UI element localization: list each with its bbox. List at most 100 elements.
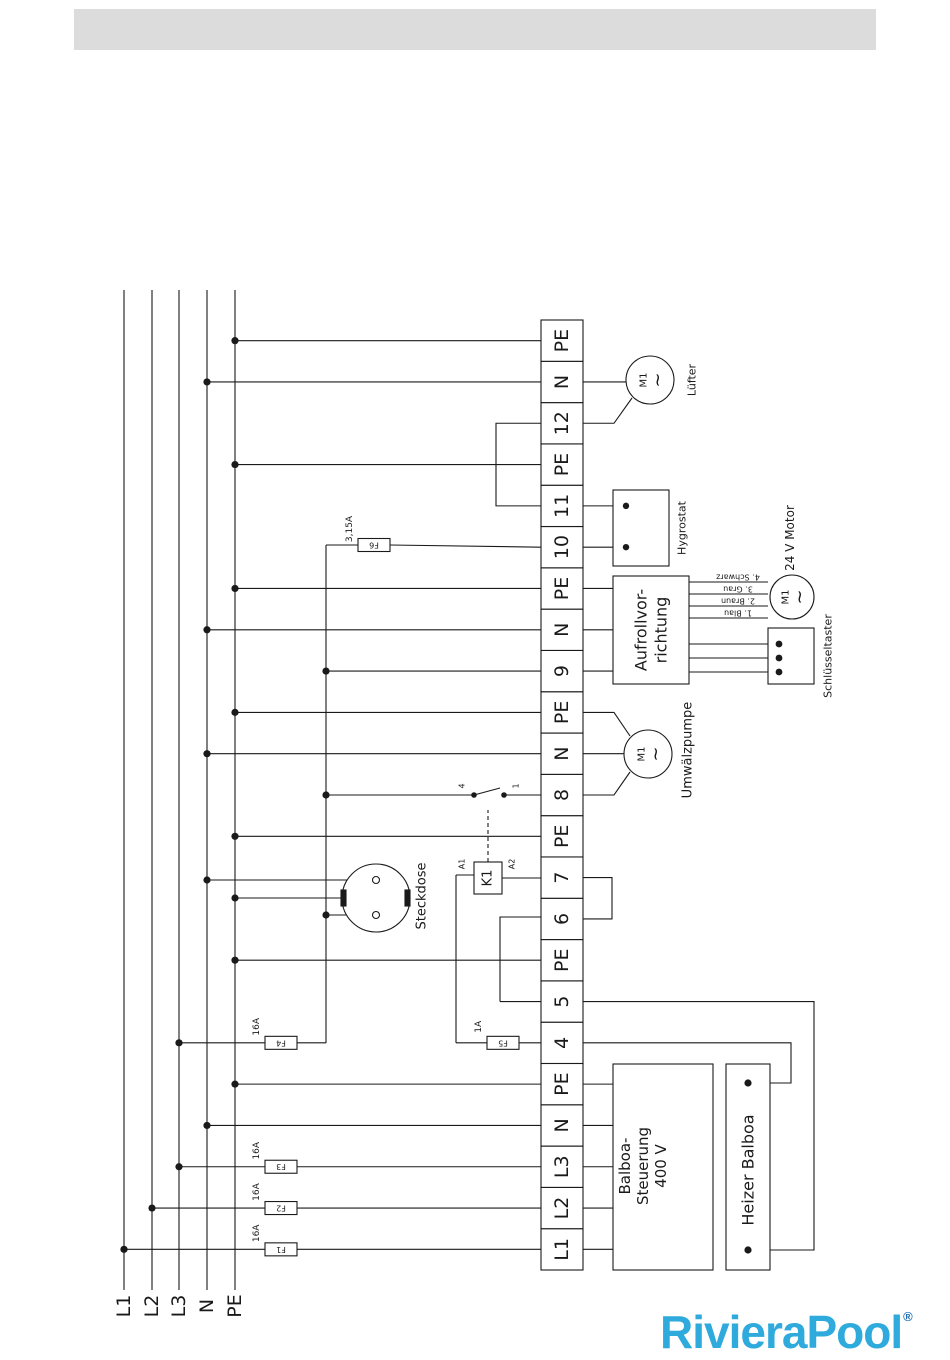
terminal-label-11: PE (551, 825, 573, 848)
terminal-label-9: 6 (551, 913, 573, 925)
socket-pin-n (371, 875, 381, 885)
terminal-14 (540, 691, 584, 734)
wire-motor24-label-1: 1. Blau (724, 609, 752, 618)
fuse-f2 (264, 1200, 298, 1216)
socket-earth-right (404, 889, 411, 907)
wire-motor24-label-3: 3. Grau (723, 585, 753, 594)
logo-riviera: Riviera (660, 1306, 807, 1358)
terminal-3 (540, 1145, 584, 1188)
terminal-19 (540, 484, 584, 528)
terminal-5 (540, 1062, 584, 1106)
terminal-17 (540, 567, 584, 610)
rail-label-l3: L3 (168, 1295, 190, 1318)
fuse-rating-f6: 3,15A (345, 515, 355, 542)
rail-label-l1: L1 (113, 1295, 135, 1318)
terminal-9 (540, 897, 584, 941)
logo-pool: Pool (806, 1306, 903, 1358)
terminal-label-19: 11 (551, 494, 573, 518)
fuse-label-f1: F1 (276, 1245, 286, 1254)
contact-1-dot (501, 792, 507, 798)
terminal-label-10: 7 (551, 872, 573, 884)
terminal-16 (540, 608, 584, 651)
fuse-rating-f3: 16A (252, 1141, 262, 1159)
fuse-f3 (264, 1159, 298, 1174)
roller-device-box (612, 575, 690, 685)
relay-k1 (473, 861, 503, 895)
wire-pump-l (583, 771, 631, 796)
junction-dot (203, 876, 211, 884)
header-bar (74, 9, 876, 50)
junction-dot (203, 626, 211, 634)
terminal-18 (540, 525, 584, 569)
wire-fan-l (583, 397, 633, 424)
heater-terminal-2 (744, 1246, 752, 1254)
junction-dot (322, 911, 330, 919)
terminal-label-13: N (551, 747, 573, 761)
fuse-f6 (357, 537, 391, 553)
wire-motor24-label-2: 2. Braun (721, 597, 755, 606)
socket-pin-l (371, 910, 381, 920)
motor24-tilde: ~ (790, 589, 811, 604)
key-switch-contact-1 (775, 640, 783, 648)
motor24-circle (769, 574, 815, 620)
fan-motor-tilde: ~ (648, 372, 669, 387)
wire-pump-pe (583, 711, 631, 737)
motor24-label: M1 (781, 590, 792, 605)
terminal-8 (540, 939, 584, 982)
relay-contact (473, 787, 501, 796)
junction-dot (231, 832, 239, 840)
fuse-f1 (264, 1242, 298, 1257)
roller-label-line-2: richtung (652, 597, 671, 664)
socket-circle (341, 863, 411, 933)
contact-4-label: 4 (458, 783, 467, 788)
terminal-label-20: PE (551, 453, 573, 476)
motor24-caption: 24 V Motor (783, 505, 797, 571)
terminal-label-22: N (551, 375, 573, 389)
junction-dot (231, 894, 239, 902)
rail-label-pe: PE (224, 1294, 246, 1317)
relay-k1-label: K1 (481, 870, 496, 887)
junction-dot (231, 956, 239, 964)
junction-dot (120, 1245, 128, 1253)
pump-motor-circle (623, 729, 673, 779)
key-switch-contact-3 (775, 668, 783, 676)
junction-dot (175, 1163, 183, 1171)
junction-dot (322, 667, 330, 675)
junction-dot (231, 337, 239, 345)
fuse-rating-f1: 16A (252, 1224, 262, 1242)
junction-dot (322, 791, 330, 799)
terminal-label-4: N (551, 1118, 573, 1132)
junction-dot (203, 378, 211, 386)
junction-dot (175, 1039, 183, 1047)
balboa-label-line-3: 400 V (652, 1143, 670, 1187)
terminal-2 (540, 1186, 584, 1230)
key-switch-label: Schlüsseltaster (822, 614, 835, 698)
pump-motor-tilde: ~ (646, 746, 667, 761)
terminal-22 (540, 360, 584, 404)
hygrostat-contact-2 (622, 502, 630, 510)
terminal-label-17: PE (551, 577, 573, 600)
fuse-label-f4: F4 (276, 1038, 286, 1047)
junction-dot (231, 1080, 239, 1088)
terminal-20 (540, 443, 584, 486)
pump-label: Umwälzpumpe (681, 702, 696, 799)
fuse-label-f5: F5 (498, 1038, 508, 1047)
terminal-label-7: 5 (551, 995, 573, 1007)
terminal-label-1: L1 (551, 1238, 573, 1261)
junction-dot (203, 750, 211, 758)
terminal-4 (540, 1104, 584, 1147)
junction-dot (203, 1121, 211, 1130)
contact-4-dot (471, 792, 477, 798)
terminal-6 (540, 1021, 584, 1065)
hygrostat-box (612, 489, 670, 567)
terminal-label-23: PE (551, 329, 573, 352)
wire-heater-t5 (583, 1000, 815, 1251)
wire-motor24-label-4: 4. Schwarz (716, 573, 760, 582)
terminal-label-12: 8 (551, 789, 573, 801)
junction-dot (231, 460, 239, 469)
terminal-label-16: N (551, 623, 573, 637)
fuse-f4 (264, 1035, 298, 1050)
rail-label-n: N (196, 1299, 218, 1313)
junction-dot (231, 584, 239, 593)
